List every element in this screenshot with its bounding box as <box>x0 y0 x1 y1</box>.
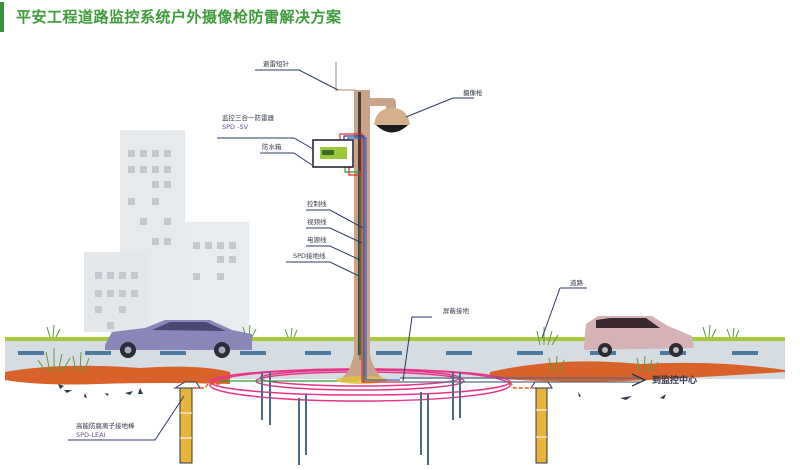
waterproof-box <box>312 139 354 168</box>
ground-rod-right <box>509 381 553 464</box>
conduit-to-center <box>400 373 647 387</box>
soil-left <box>5 365 230 385</box>
label-power-line: 电源线 <box>307 235 327 244</box>
page-title: 平安工程道路监控系统户外摄像枪防雷解决方案 <box>16 8 342 26</box>
label-ground-rod-model: SPD-LEAI <box>76 431 106 439</box>
wire-blue <box>347 137 400 381</box>
ground-stakes <box>261 372 461 465</box>
dome-camera <box>374 108 410 133</box>
label-spd-device-model: SPD -SV <box>222 123 249 131</box>
road-edge <box>5 337 785 341</box>
lane-markings <box>18 351 758 355</box>
label-video-line: 视频线 <box>307 217 327 226</box>
label-spd-ground-line: SPD接地线 <box>293 251 326 260</box>
soil-right <box>490 361 785 382</box>
arrow-right-icon <box>631 373 647 387</box>
label-ground-rod-name: 高能防腐离子接地棒 <box>76 421 135 430</box>
building-left <box>84 252 148 332</box>
sedan-car <box>105 320 252 358</box>
label-camera: 摄像枪 <box>463 88 483 97</box>
van-car <box>584 316 694 357</box>
label-spd-device-name: 监控三合一防雷器 <box>222 113 275 122</box>
lightning-rod <box>335 62 356 91</box>
label-lightning-rod: 避雷短针 <box>263 59 290 68</box>
label-waterproof-box: 防水箱 <box>262 142 282 151</box>
wire-red <box>339 133 400 383</box>
ground-rod-left <box>173 381 220 464</box>
wire-navy <box>343 135 365 382</box>
grass <box>37 324 740 373</box>
label-road: 道路 <box>570 278 584 287</box>
title-accent-bar <box>0 2 4 32</box>
label-to-center: 到监控中心 <box>652 374 697 386</box>
debris-stones <box>58 384 666 400</box>
callout-lines <box>68 69 587 441</box>
label-control-line: 控制线 <box>307 199 327 208</box>
signal-wires <box>339 133 400 383</box>
background-buildings <box>84 130 249 332</box>
title-bar: 平安工程道路监控系统户外摄像枪防雷解决方案 <box>0 0 800 34</box>
label-shield-ground: 屏蔽接地 <box>443 306 470 315</box>
